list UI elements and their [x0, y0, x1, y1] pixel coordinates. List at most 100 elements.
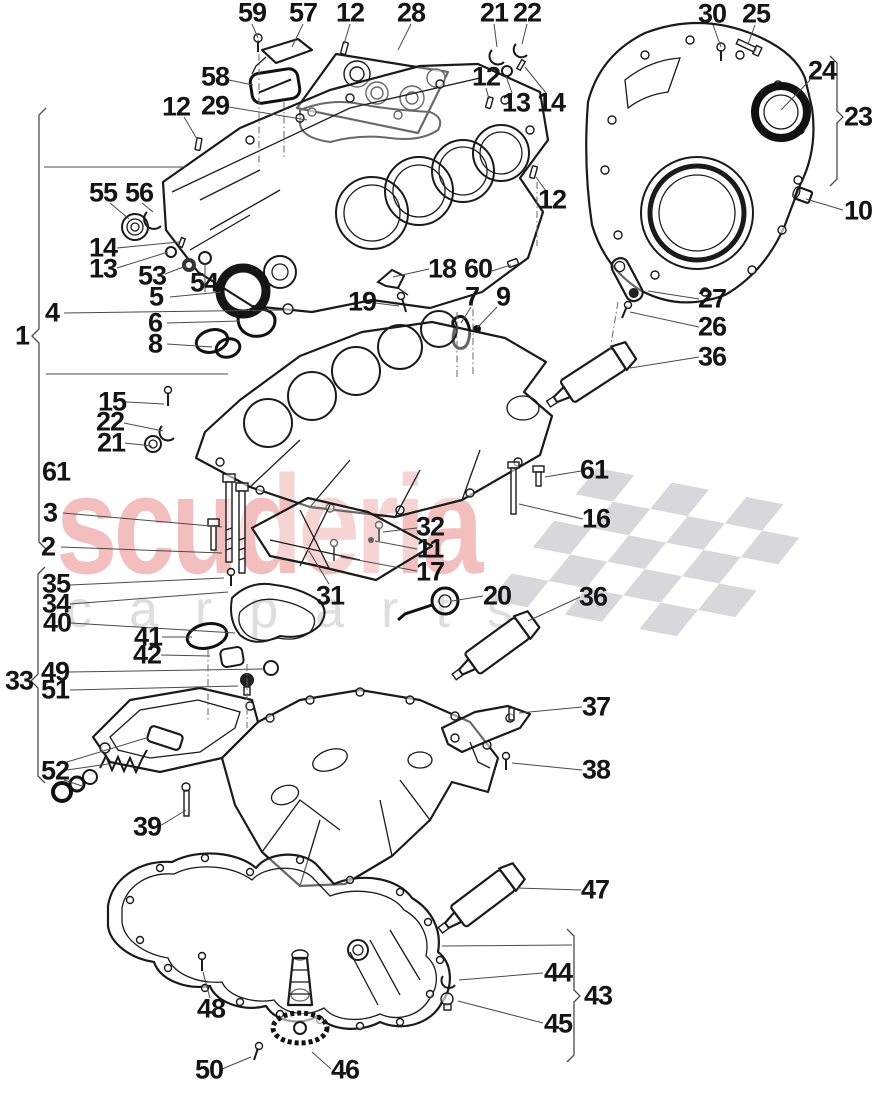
- callout-4[interactable]: 4: [44, 297, 60, 328]
- callout-59[interactable]: 59: [237, 0, 267, 28]
- callout-12[interactable]: 12: [335, 0, 365, 28]
- callout-16[interactable]: 16: [581, 503, 611, 534]
- callout-17[interactable]: 17: [415, 556, 445, 587]
- callout-14[interactable]: 14: [88, 232, 118, 263]
- callout-1[interactable]: 1: [14, 320, 30, 351]
- part-32-11-17-fasteners-drawing: [329, 520, 384, 561]
- callout-20[interactable]: 20: [482, 580, 512, 611]
- callout-34[interactable]: 34: [41, 588, 71, 619]
- part-18-nozzle-drawing: [376, 258, 520, 313]
- callout-44[interactable]: 44: [543, 957, 573, 988]
- callout-30[interactable]: 30: [697, 0, 727, 29]
- callout-26[interactable]: 26: [697, 311, 727, 342]
- callout-2[interactable]: 2: [40, 531, 56, 562]
- callout-28[interactable]: 28: [396, 0, 426, 28]
- leader-line: [629, 311, 700, 328]
- part-41-42-49-51-drawing: [185, 622, 279, 696]
- callout-12[interactable]: 12: [161, 91, 191, 122]
- leader-line: [485, 87, 490, 100]
- callout-24[interactable]: 24: [807, 55, 837, 86]
- leader-line: [493, 23, 498, 48]
- leader-line: [476, 306, 498, 329]
- leader-line: [251, 23, 259, 39]
- callout-21[interactable]: 21: [96, 427, 126, 458]
- callout-12[interactable]: 12: [471, 61, 501, 92]
- part-30-25-bolts-drawing: [716, 38, 763, 61]
- callout-53[interactable]: 53: [137, 260, 167, 291]
- callout-57[interactable]: 57: [288, 0, 318, 28]
- callout-13[interactable]: 13: [501, 87, 531, 118]
- callout-15[interactable]: 15: [97, 386, 127, 417]
- callout-41[interactable]: 41: [133, 621, 163, 652]
- part-55-cap-drawing: [121, 211, 212, 272]
- callout-11[interactable]: 11: [416, 533, 445, 564]
- leader-line: [166, 343, 213, 348]
- callout-58[interactable]: 58: [200, 61, 230, 92]
- callout-9[interactable]: 9: [495, 281, 511, 312]
- callout-61[interactable]: 61: [579, 454, 609, 485]
- callout-36[interactable]: 36: [578, 581, 608, 612]
- callout-33[interactable]: 33: [4, 665, 34, 696]
- callout-14[interactable]: 14: [536, 87, 566, 118]
- callout-50[interactable]: 50: [194, 1054, 224, 1085]
- leader-line: [392, 268, 430, 278]
- callout-40[interactable]: 40: [42, 607, 72, 638]
- callout-38[interactable]: 38: [581, 754, 611, 785]
- part-52-valve-kit-drawing: [51, 725, 184, 803]
- callout-49[interactable]: 49: [40, 656, 70, 687]
- part-46-oil-pump-drawing: [270, 949, 330, 1046]
- part-8-gaskets-drawing: [194, 328, 242, 359]
- leader-line: [311, 1051, 332, 1070]
- part-12-dowel-pins-drawing: [194, 41, 538, 180]
- callout-37[interactable]: 37: [581, 691, 611, 722]
- part-1-cylinder-block-drawing: [161, 62, 550, 314]
- callout-54[interactable]: 54: [189, 267, 219, 298]
- callout-35[interactable]: 35: [41, 568, 71, 599]
- leader-line: [374, 302, 400, 307]
- callout-23[interactable]: 23: [843, 101, 873, 132]
- part-47-sealant-tube-drawing: [437, 862, 526, 935]
- callout-22[interactable]: 22: [512, 0, 542, 28]
- callout-56[interactable]: 56: [124, 177, 154, 208]
- callout-47[interactable]: 47: [580, 874, 610, 905]
- part-39-screw-drawing: [181, 782, 191, 817]
- callout-29[interactable]: 29: [200, 90, 230, 121]
- callout-8[interactable]: 8: [147, 328, 163, 359]
- callout-10[interactable]: 10: [843, 195, 873, 226]
- callout-19[interactable]: 19: [347, 286, 377, 317]
- callout-5[interactable]: 5: [148, 281, 164, 312]
- leader-line: [63, 779, 83, 787]
- callout-52[interactable]: 52: [40, 755, 70, 786]
- leader-line: [441, 944, 573, 947]
- callout-48[interactable]: 48: [196, 993, 226, 1024]
- part-36-sealant-tube-lower-drawing: [451, 610, 541, 681]
- leader-line: [141, 202, 154, 213]
- callout-43[interactable]: 43: [583, 980, 613, 1011]
- leader-line: [166, 320, 241, 324]
- callout-6[interactable]: 6: [147, 307, 163, 338]
- callout-21[interactable]: 21: [479, 0, 509, 28]
- leader-line: [228, 106, 308, 121]
- callout-27[interactable]: 27: [697, 283, 727, 314]
- callout-32[interactable]: 32: [415, 511, 445, 542]
- callout-36[interactable]: 36: [697, 341, 727, 372]
- leader-line: [511, 762, 583, 771]
- callout-42[interactable]: 42: [132, 639, 162, 670]
- callout-55[interactable]: 55: [88, 177, 118, 208]
- callout-61[interactable]: 61: [41, 456, 71, 487]
- callout-45[interactable]: 45: [543, 1008, 573, 1039]
- callout-25[interactable]: 25: [741, 0, 771, 29]
- callout-51[interactable]: 51: [40, 674, 70, 705]
- callout-7[interactable]: 7: [464, 281, 480, 312]
- callout-60[interactable]: 60: [463, 253, 493, 284]
- callout-18[interactable]: 18: [427, 253, 457, 284]
- callout-31[interactable]: 31: [315, 580, 345, 611]
- callout-13[interactable]: 13: [88, 253, 118, 284]
- callout-46[interactable]: 46: [330, 1054, 360, 1085]
- callout-12[interactable]: 12: [537, 184, 567, 215]
- callout-22[interactable]: 22: [95, 406, 125, 437]
- leader-line: [382, 527, 418, 533]
- callout-39[interactable]: 39: [132, 811, 162, 842]
- callout-3[interactable]: 3: [42, 497, 58, 528]
